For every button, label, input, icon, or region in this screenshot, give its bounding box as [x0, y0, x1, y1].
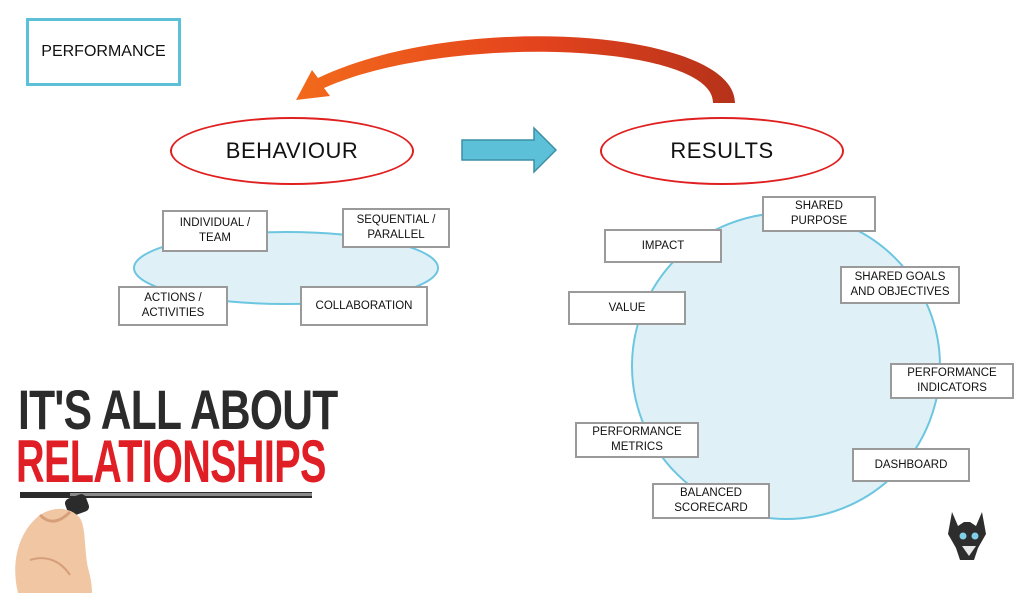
behaviour-item-individual-team: INDIVIDUAL / TEAM — [162, 210, 268, 252]
behaviour-oval: BEHAVIOUR — [170, 117, 414, 185]
behaviour-item-sequential-parallel: SEQUENTIAL / PARALLEL — [342, 208, 450, 248]
marker-underline — [20, 492, 312, 498]
right-arrow-icon — [461, 126, 558, 174]
results-item-impact: IMPACT — [604, 229, 722, 263]
results-item-shared-goals: SHARED GOALS AND OBJECTIVES — [840, 266, 960, 304]
behaviour-item-collaboration: COLLABORATION — [300, 286, 428, 326]
page-title: PERFORMANCE — [26, 18, 181, 86]
curved-arrow-icon — [296, 36, 735, 103]
results-item-balanced-scorecard: BALANCED SCORECARD — [652, 483, 770, 519]
slogan-line-2: RELATIONSHIPS — [16, 428, 326, 495]
results-item-value: VALUE — [568, 291, 686, 325]
hand-with-marker-icon — [15, 494, 92, 593]
wolf-logo-icon — [948, 512, 986, 560]
behaviour-item-actions-activities: ACTIONS / ACTIVITIES — [118, 286, 228, 326]
results-item-performance-metrics: PERFORMANCE METRICS — [575, 422, 699, 458]
slogan-line-1: IT'S ALL ABOUT — [18, 378, 338, 441]
results-item-performance-indicators: PERFORMANCE INDICATORS — [890, 363, 1014, 399]
results-item-shared-purpose: SHARED PURPOSE — [762, 196, 876, 232]
results-item-dashboard: DASHBOARD — [852, 448, 970, 482]
results-oval: RESULTS — [600, 117, 844, 185]
